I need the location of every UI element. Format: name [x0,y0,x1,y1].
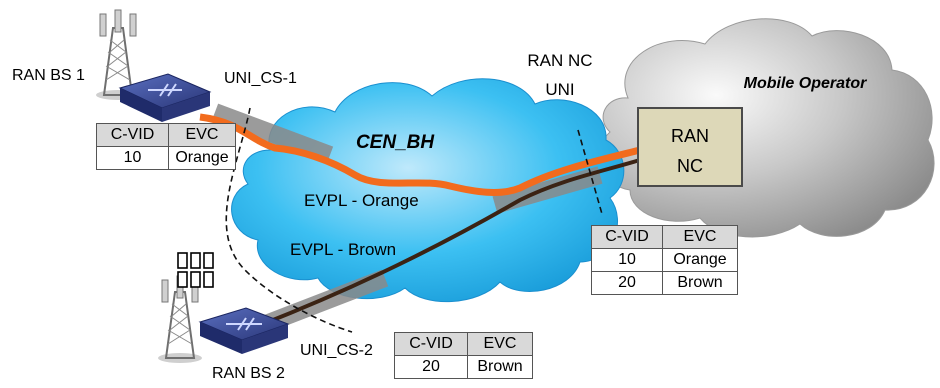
table-header: C-VID [591,225,663,249]
ran-nc-uni-label-line1: RAN NC [527,51,592,70]
evpl-brown-label: EVPL - Brown [290,240,396,259]
table-row: 10 Orange [96,146,236,170]
table-cell: 10 [96,146,169,170]
ran-bs2-evc-table: C-VID EVC 20 Brown [394,332,533,379]
table-cell: Brown [662,271,738,295]
ran-bs1-evc-table: C-VID EVC 10 Orange [96,123,236,170]
antenna-tower-icon [158,275,202,363]
ran-bs1-label: RAN BS 1 [12,67,85,84]
evc-brown-path [257,158,641,328]
table-cell: Orange [168,146,236,170]
ran-nc-box-line1: RAN [671,126,709,146]
uni-cs1-label: UNI_CS-1 [224,70,297,87]
mobile-operator-label: Mobile Operator [744,75,867,92]
table-row: 10 Orange [591,248,738,272]
table-cell: 20 [394,355,468,379]
ran-bs2-label: RAN BS 2 [212,365,285,382]
table-cell: Orange [662,248,738,272]
table-row: 20 Brown [394,355,533,379]
router-icon [118,73,212,122]
ran-nc-uni-dashed-line [577,129,603,215]
table-header: EVC [662,225,738,249]
table-cell: 20 [591,271,663,295]
ran-nc-uni-label-line2: UNI [545,80,574,99]
cen-bh-label: CEN_BH [356,132,435,153]
table-header: C-VID [96,123,169,147]
evpl-orange-label: EVPL - Orange [304,191,419,210]
router-icon [198,307,290,354]
table-header: C-VID [394,332,468,356]
table-cell: 10 [591,248,663,272]
table-header: EVC [467,332,533,356]
uni-cs2-label: UNI_CS-2 [300,342,373,359]
evc-orange-path [199,113,641,196]
ran-nc-evc-table: C-VID EVC 10 Orange 20 Brown [591,225,738,295]
ran-nc-box [637,107,743,187]
table-header: EVC [168,123,236,147]
table-cell: Brown [467,355,533,379]
signal-frames-icon [177,252,214,288]
ran-nc-box-line2: NC [677,156,703,176]
table-row: 20 Brown [591,271,738,295]
